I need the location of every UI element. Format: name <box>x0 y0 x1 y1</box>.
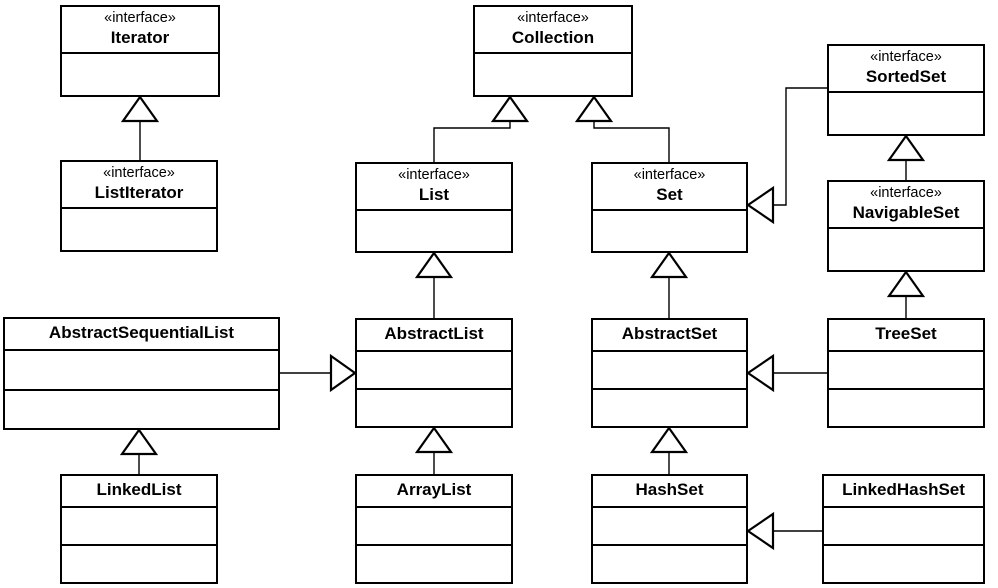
class-operations-compartment <box>357 546 511 582</box>
edge-navigableset-to-sortedset <box>886 134 926 180</box>
uml-class-hashset[interactable]: HashSet <box>591 474 748 584</box>
class-attributes-compartment <box>829 352 983 390</box>
stereotype-label: «interface» <box>104 10 176 26</box>
class-header: «interface» List <box>357 164 511 211</box>
class-members-compartment <box>829 229 983 270</box>
uml-class-abstractset[interactable]: AbstractSet <box>591 318 748 428</box>
class-name-label: NavigableSet <box>852 203 960 222</box>
edge-set-to-collection <box>574 95 670 162</box>
edge-linkedhashset-to-hashset <box>746 511 822 551</box>
class-operations-compartment <box>5 391 278 429</box>
class-members-compartment <box>475 54 631 95</box>
class-header: ArrayList <box>357 476 511 508</box>
uml-class-treeset[interactable]: TreeSet <box>827 318 985 428</box>
uml-class-iterator[interactable]: «interface» Iterator <box>60 5 220 97</box>
class-header: «interface» ListIterator <box>62 162 216 209</box>
uml-class-navigableset[interactable]: «interface» NavigableSet <box>827 180 985 272</box>
class-header: LinkedHashSet <box>824 476 983 508</box>
edge-listiterator-to-iterator <box>120 95 160 160</box>
class-header: «interface» NavigableSet <box>829 182 983 229</box>
class-name-label: Collection <box>511 28 595 47</box>
class-operations-compartment <box>829 390 983 426</box>
class-attributes-compartment <box>593 352 746 390</box>
class-members-compartment <box>829 93 983 134</box>
class-members-compartment <box>62 54 218 95</box>
class-attributes-compartment <box>824 508 983 546</box>
class-header: «interface» Set <box>593 164 746 211</box>
edge-hashset-to-abstractset <box>649 426 689 474</box>
class-name-label: SortedSet <box>865 67 947 86</box>
class-attributes-compartment <box>593 508 746 546</box>
stereotype-label: «interface» <box>517 10 589 26</box>
class-name-label: LinkedList <box>96 480 182 499</box>
class-members-compartment <box>357 211 511 251</box>
class-name-label: Iterator <box>110 28 170 47</box>
class-name-label: AbstractList <box>384 324 484 343</box>
class-operations-compartment <box>593 546 746 582</box>
uml-class-linkedlist[interactable]: LinkedList <box>60 474 218 584</box>
class-operations-compartment <box>593 390 746 426</box>
class-name-label: ArrayList <box>396 480 472 499</box>
class-name-label: AbstractSet <box>621 324 718 343</box>
class-name-label: ListIterator <box>94 183 184 202</box>
edge-linkedlist-to-abstractsequentiallist <box>119 428 159 474</box>
class-header: AbstractList <box>357 320 511 352</box>
class-name-label: List <box>418 185 450 204</box>
stereotype-label: «interface» <box>398 167 470 183</box>
edge-treeset-to-navigableset <box>886 270 926 318</box>
edge-abstractsequentiallist-to-abstractlist <box>280 353 357 393</box>
class-operations-compartment <box>824 546 983 582</box>
class-attributes-compartment <box>62 508 216 546</box>
class-name-label: TreeSet <box>875 324 937 343</box>
uml-class-abstractlist[interactable]: AbstractList <box>355 318 513 428</box>
edge-list-to-collection <box>433 95 530 162</box>
uml-class-list[interactable]: «interface» List <box>355 162 513 253</box>
stereotype-label: «interface» <box>103 165 175 181</box>
class-name-label: AbstractSequentialList <box>48 323 235 342</box>
uml-class-arraylist[interactable]: ArrayList <box>355 474 513 584</box>
class-name-label: LinkedHashSet <box>842 480 965 499</box>
class-header: AbstractSet <box>593 320 746 352</box>
class-header: AbstractSequentialList <box>5 319 278 351</box>
class-header: HashSet <box>593 476 746 508</box>
edge-arraylist-to-abstractlist <box>414 426 454 474</box>
class-operations-compartment <box>357 390 511 426</box>
class-name-label: HashSet <box>635 480 704 499</box>
uml-class-set[interactable]: «interface» Set <box>591 162 748 253</box>
edge-treeset-to-abstractset <box>746 353 827 393</box>
class-header: «interface» SortedSet <box>829 46 983 93</box>
stereotype-label: «interface» <box>870 185 942 201</box>
uml-class-abstractsequentiallist[interactable]: AbstractSequentialList <box>3 317 280 430</box>
class-name-label: Set <box>656 185 683 204</box>
class-header: «interface» Collection <box>475 7 631 54</box>
class-members-compartment <box>62 209 216 250</box>
edge-abstractset-to-set <box>649 251 689 318</box>
class-header: TreeSet <box>829 320 983 352</box>
stereotype-label: «interface» <box>870 49 942 65</box>
uml-class-collection[interactable]: «interface» Collection <box>473 5 633 97</box>
class-header: «interface» Iterator <box>62 7 218 54</box>
edge-sortedset-to-set <box>746 87 827 225</box>
class-operations-compartment <box>62 546 216 582</box>
class-header: LinkedList <box>62 476 216 508</box>
uml-class-listiterator[interactable]: «interface» ListIterator <box>60 160 218 252</box>
uml-class-linkedhashset[interactable]: LinkedHashSet <box>822 474 985 584</box>
class-attributes-compartment <box>5 351 278 391</box>
class-members-compartment <box>593 211 746 251</box>
class-attributes-compartment <box>357 508 511 546</box>
class-attributes-compartment <box>357 352 511 390</box>
uml-class-sortedset[interactable]: «interface» SortedSet <box>827 44 985 136</box>
stereotype-label: «interface» <box>633 167 706 183</box>
edge-abstractlist-to-list <box>414 251 454 318</box>
